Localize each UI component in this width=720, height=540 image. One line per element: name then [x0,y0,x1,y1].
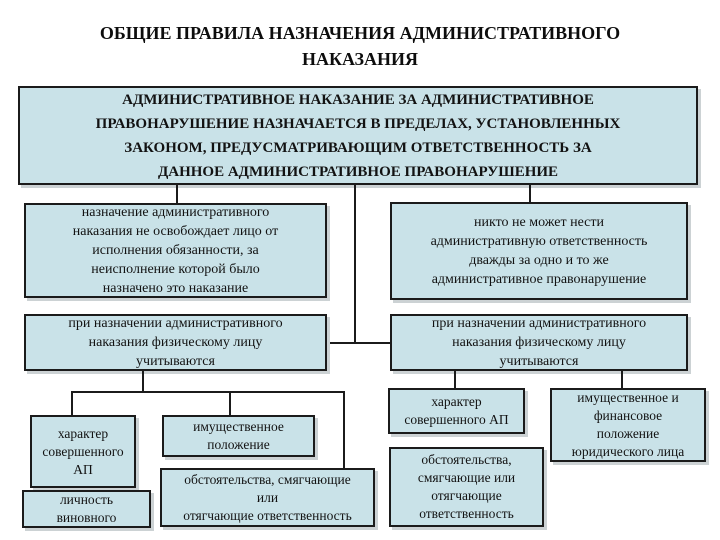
connector-when-right-drop-character [454,371,456,388]
when-left-box: при назначении административного наказан… [24,314,327,371]
factor-circumstances-physical-box: обстоятельства, смягчающие или отягчающи… [160,468,375,527]
factor-character-legal-box: характер совершенного АП [388,388,525,434]
connector-left-rail-drop-property [229,391,231,415]
factor-character-physical-box: характер совершенного АП [30,415,136,488]
factor-personality-box: личность виновного [22,490,151,528]
connector-left-rail-drop-circumstances [343,391,345,468]
when-right-box: при назначении административного наказан… [390,314,688,371]
root-rule-box: АДМИНИСТРАТИВНОЕ НАКАЗАНИЕ ЗА АДМИНИСТРА… [18,86,698,185]
connector-left-rail-drop-character [71,391,73,415]
connector-left-rail [71,391,345,393]
diagram-title: ОБЩИЕ ПРАВИЛА НАЗНАЧЕНИЯ АДМИНИСТРАТИВНО… [99,23,621,69]
connector-when-left-drop [142,371,144,393]
factor-circumstances-legal-box: обстоятельства, смягчающие или отягчающи… [389,447,544,527]
connector-root-center-drop [354,185,356,344]
connector-root-to-rule-left [176,185,178,203]
connector-root-to-rule-right [529,185,531,202]
connector-center-tee [327,342,390,344]
rule-right-box: никто не может нести административную от… [390,202,688,300]
connector-when-right-drop-property [621,371,623,388]
factor-property-physical-box: имущественное положение [162,415,315,457]
factor-property-legal-box: имущественное и финансовое положение юри… [550,388,706,462]
rule-left-box: назначение административного наказания н… [24,203,327,298]
